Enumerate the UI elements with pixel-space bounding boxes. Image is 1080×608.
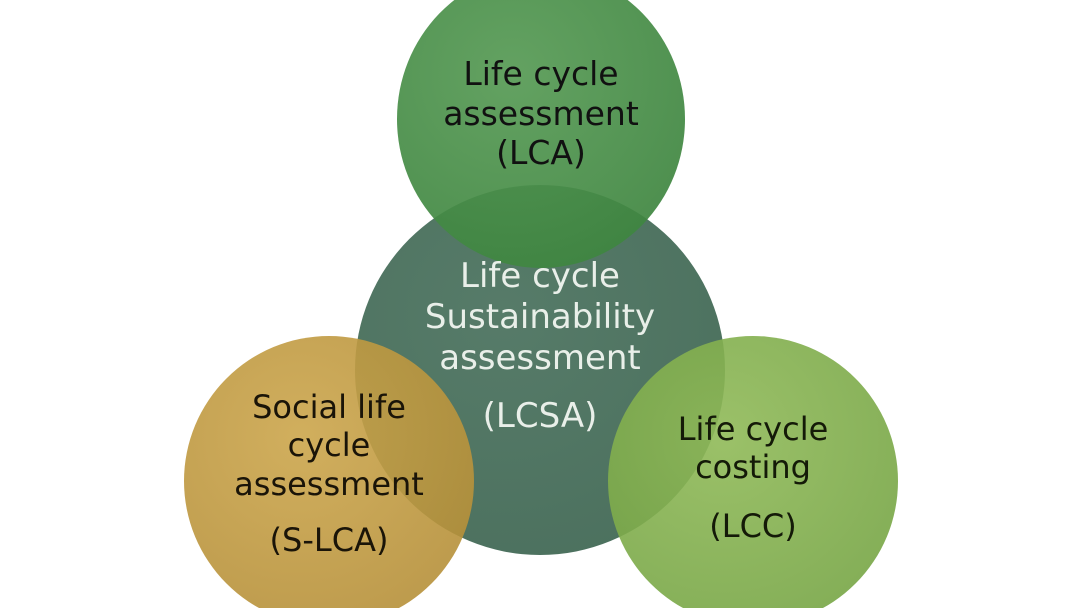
lcc-label: Life cycle costing (LCC) (608, 410, 898, 545)
lca-circle (397, 0, 685, 268)
lcsa-label: Life cycle Sustainability assessment (LC… (355, 256, 725, 437)
lca-label-line-1: Life cycle (463, 54, 619, 93)
slca-abbreviation: (S-LCA) (269, 521, 389, 560)
slca-label: Social life cycle assessment (S-LCA) (184, 388, 474, 560)
lcsa-label-line-2: Sustainability (424, 296, 656, 337)
slca-circle (184, 336, 474, 608)
slca-label-line-3: assessment (234, 464, 424, 503)
lcc-label-line-1: Life cycle (677, 410, 829, 448)
lca-label-line-2: assessment (443, 93, 639, 133)
lca-label: Life cycle assessment (LCA) (397, 54, 685, 173)
lcsa-abbreviation: (LCSA) (482, 396, 598, 437)
lcc-abbreviation: (LCC) (709, 506, 797, 545)
lcc-circle (608, 336, 898, 608)
lcsa-label-line-1: Life cycle (460, 256, 620, 296)
lcsa-label-line-3: assessment (439, 337, 641, 378)
slca-label-line-1: Social life (252, 388, 406, 426)
slca-label-line-2: cycle (287, 426, 371, 465)
lca-label-line-3: (LCA) (496, 133, 586, 173)
lcc-label-line-2: costing (695, 448, 811, 487)
